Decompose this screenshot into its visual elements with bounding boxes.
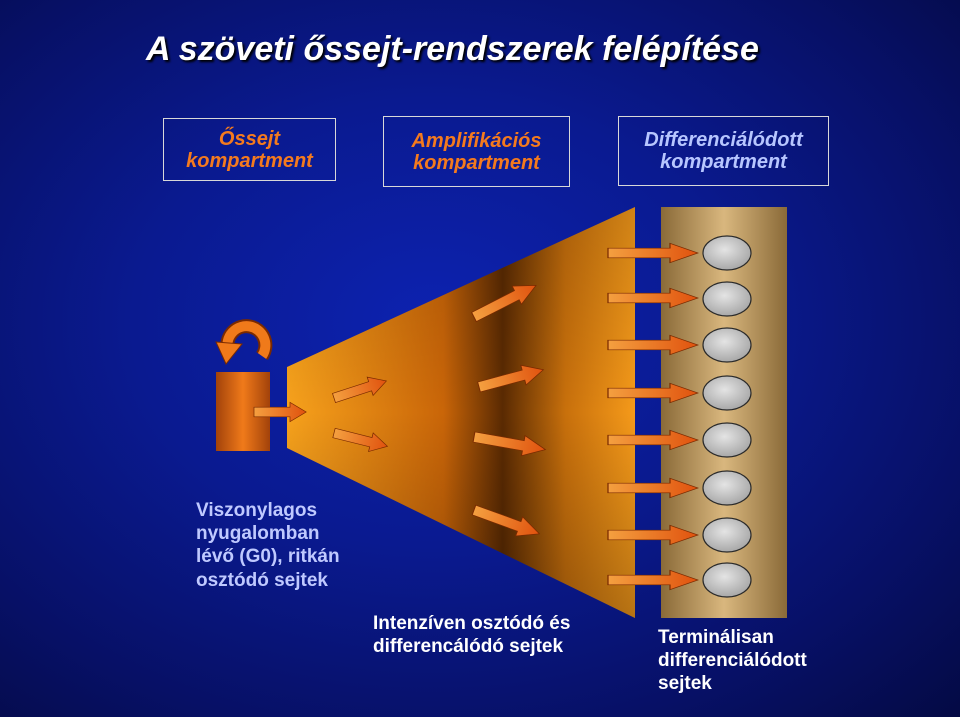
terminal-cell: [702, 281, 752, 317]
circular-arrow-icon: [215, 319, 273, 365]
terminal-line: Terminálisan: [658, 627, 774, 648]
terminal-cells: [702, 235, 752, 598]
page-title: A szöveti őssejt-rendszerek felépítése: [146, 30, 759, 68]
dividing-line: Intenzíven osztódó és: [373, 613, 571, 634]
differentiated-compartment-line1: Differenciálódott: [644, 129, 803, 151]
terminal-cells-label: Terminálisan differenciálódott sejtek: [658, 626, 807, 696]
terminal-cell: [702, 517, 752, 553]
dividing-cells-label: Intenzíven osztódó és differencálódó sej…: [373, 612, 570, 658]
quiescent-line: osztódó sejtek: [196, 569, 328, 591]
stem-compartment-line2: kompartment: [186, 149, 313, 172]
terminal-cell: [702, 327, 752, 363]
amplifying-compartment-line1: Amplifikációs: [411, 129, 542, 152]
terminal-cell: [702, 470, 752, 506]
terminal-cell: [702, 562, 752, 598]
quiescent-line: lévő (G0), ritkán: [196, 546, 340, 568]
terminal-cell: [702, 235, 752, 271]
differentiated-compartment-box: Differenciálódott kompartment: [618, 116, 829, 186]
differentiated-compartment-line2: kompartment: [660, 151, 787, 173]
quiescent-line: Viszonylagos: [196, 500, 318, 521]
quiescent-line: nyugalomban: [196, 523, 320, 545]
stem-compartment-box: Őssejt kompartment: [163, 118, 336, 181]
amplifying-funnel: [287, 207, 635, 618]
terminal-line: differenciálódott: [658, 650, 807, 672]
amplifying-compartment-line2: kompartment: [413, 151, 540, 174]
amplifying-compartment-box: Amplifikációs kompartment: [383, 116, 570, 187]
quiescent-cells-label: Viszonylagos nyugalomban lévő (G0), ritk…: [196, 499, 340, 592]
terminal-line: sejtek: [658, 673, 712, 695]
dividing-line: differencálódó sejtek: [373, 636, 564, 658]
terminal-cell: [702, 375, 752, 411]
stem-compartment-line1: Őssejt: [218, 127, 281, 150]
terminal-cell: [702, 422, 752, 458]
